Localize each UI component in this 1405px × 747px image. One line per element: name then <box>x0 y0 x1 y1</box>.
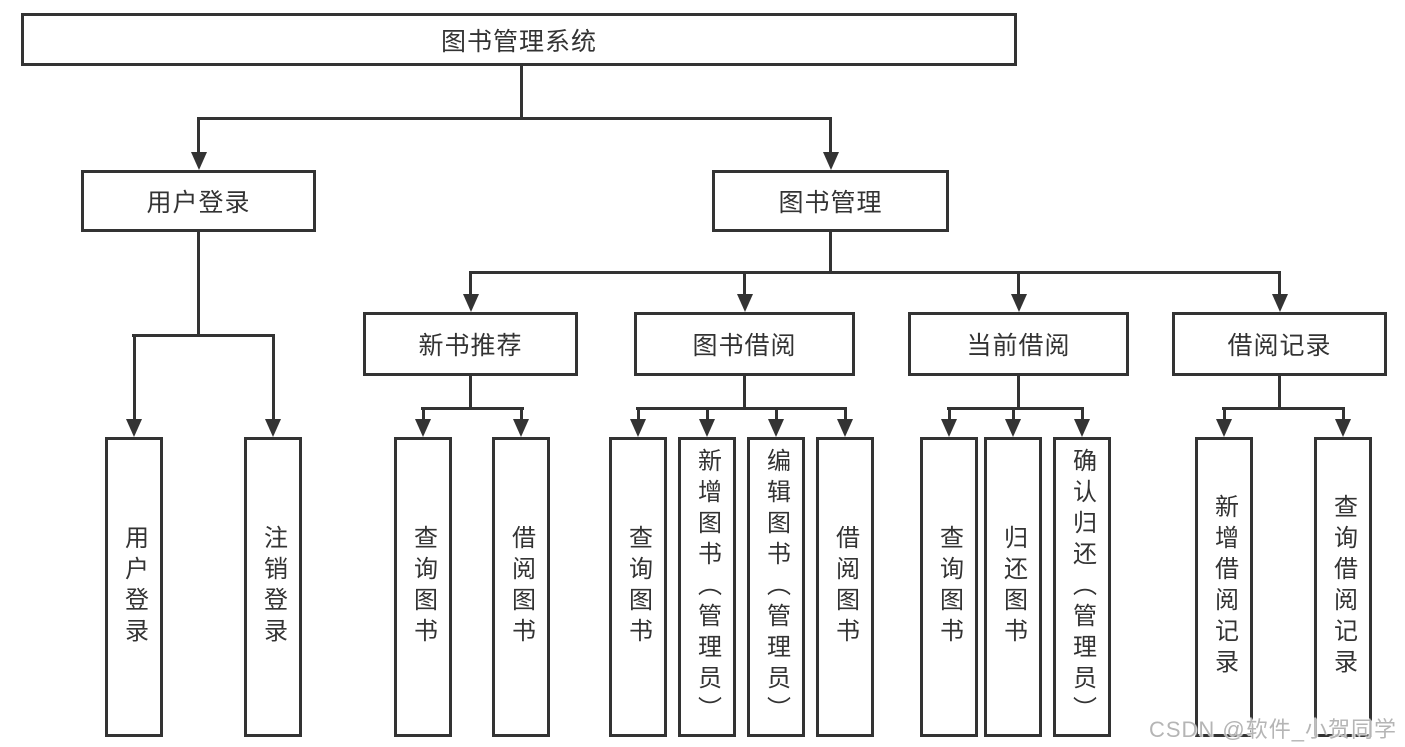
arrowhead-icon <box>823 152 839 170</box>
leaf-query-borrow-record: 查询借阅记录 <box>1314 437 1372 737</box>
connector-line <box>133 334 136 419</box>
node-label: 借阅记录 <box>1227 332 1332 360</box>
node-book-borrowing: 图书借阅 <box>634 312 855 376</box>
arrowhead-icon <box>1216 419 1232 437</box>
connector-line <box>636 407 847 410</box>
node-user-login: 用户登录 <box>81 170 316 232</box>
arrowhead-icon <box>126 419 142 437</box>
leaf-user-login: 用户登录 <box>105 437 163 737</box>
node-library-management-system: 图书管理系统 <box>21 13 1017 66</box>
leaf-logout: 注销登录 <box>244 437 302 737</box>
leaf-return-book: 归还图书 <box>984 437 1042 737</box>
connector-line <box>743 376 746 407</box>
connector-line <box>197 117 832 120</box>
connector-line <box>272 334 275 419</box>
connector-line <box>197 232 200 334</box>
arrowhead-icon <box>463 294 479 312</box>
leaf-query-books-recommend: 查询图书 <box>394 437 452 737</box>
arrowhead-icon <box>1074 419 1090 437</box>
connector-line <box>520 66 523 119</box>
node-label: 图书管理系统 <box>440 27 597 56</box>
connector-line <box>1017 271 1020 294</box>
leaf-borrow-books: 借阅图书 <box>816 437 874 737</box>
connector-line <box>197 117 200 153</box>
connector-line <box>844 407 847 419</box>
node-book-management: 图书管理 <box>712 170 949 232</box>
connector-line <box>422 407 425 419</box>
connector-line <box>1342 407 1345 419</box>
connector-line <box>829 117 832 153</box>
arrowhead-icon <box>1272 294 1288 312</box>
node-label: 用户登录 <box>146 189 251 217</box>
arrowhead-icon <box>737 294 753 312</box>
connector-line <box>1222 407 1345 410</box>
connector-line <box>1017 376 1020 407</box>
connector-line <box>948 407 951 419</box>
connector-line <box>132 334 275 337</box>
connector-line <box>829 232 832 271</box>
arrowhead-icon <box>768 419 784 437</box>
leaf-edit-book-admin: 编辑图书（管理员） <box>747 437 805 737</box>
node-current-borrowing: 当前借阅 <box>908 312 1129 376</box>
watermark: CSDN @软件_小贺同学 <box>1148 717 1397 742</box>
leaf-add-book-admin: 新增图书（管理员） <box>678 437 736 737</box>
arrowhead-icon <box>415 419 431 437</box>
connector-line <box>947 407 1084 410</box>
leaf-borrow-books-recommend: 借阅图书 <box>492 437 550 737</box>
arrowhead-icon <box>1005 419 1021 437</box>
leaf-confirm-return-admin: 确认归还（管理员） <box>1053 437 1111 737</box>
connector-line <box>520 407 523 419</box>
connector-line <box>1081 407 1084 419</box>
connector-line <box>775 407 778 419</box>
leaf-query-books-borrow: 查询图书 <box>609 437 667 737</box>
node-label: 当前借阅 <box>966 332 1071 360</box>
connector-line <box>1278 271 1281 294</box>
connector-line <box>743 271 746 294</box>
node-borrowing-records: 借阅记录 <box>1172 312 1387 376</box>
connector-line <box>469 271 472 294</box>
connector-line <box>421 407 524 410</box>
connector-line <box>469 376 472 407</box>
connector-line <box>637 407 640 419</box>
arrowhead-icon <box>630 419 646 437</box>
node-label: 图书借阅 <box>692 332 797 360</box>
node-label: 图书管理 <box>778 189 883 217</box>
connector-line <box>1278 376 1281 407</box>
arrowhead-icon <box>513 419 529 437</box>
node-new-book-recommendation: 新书推荐 <box>363 312 578 376</box>
arrowhead-icon <box>699 419 715 437</box>
arrowhead-icon <box>265 419 281 437</box>
connector-line <box>1012 407 1015 419</box>
arrowhead-icon <box>1335 419 1351 437</box>
leaf-add-borrow-record: 新增借阅记录 <box>1195 437 1253 737</box>
connector-line <box>706 407 709 419</box>
connector-line <box>469 271 1281 274</box>
arrowhead-icon <box>191 152 207 170</box>
leaf-query-books-current: 查询图书 <box>920 437 978 737</box>
node-label: 新书推荐 <box>418 332 523 360</box>
arrowhead-icon <box>1011 294 1027 312</box>
arrowhead-icon <box>837 419 853 437</box>
arrowhead-icon <box>941 419 957 437</box>
connector-line <box>1223 407 1226 419</box>
